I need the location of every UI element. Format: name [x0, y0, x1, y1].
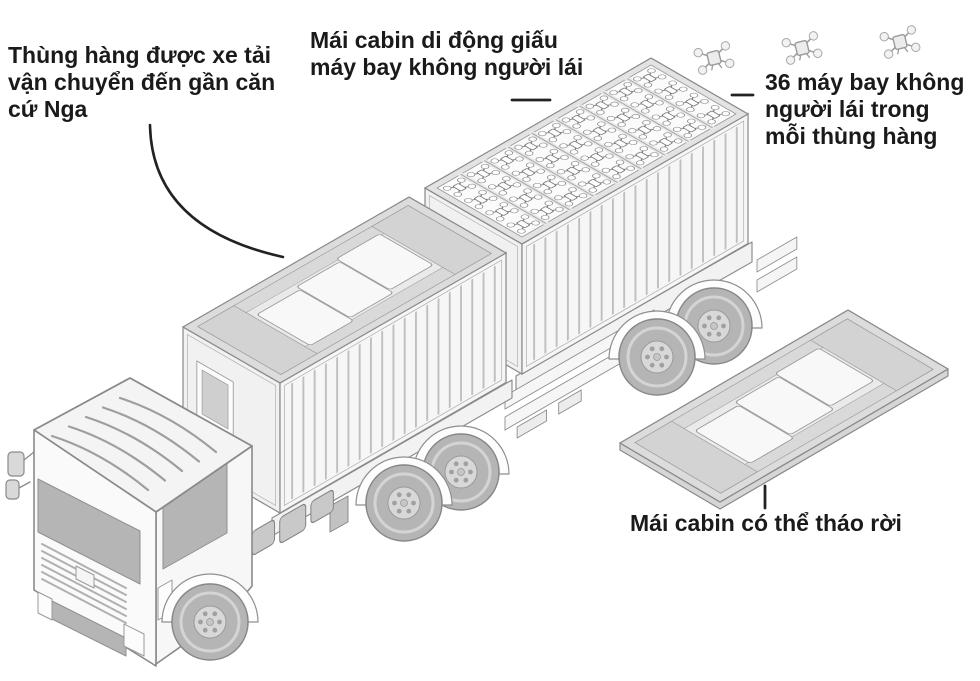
flying-drone-icon — [878, 24, 922, 60]
label-removable-roof: Mái cabin có thể tháo rời — [630, 510, 902, 537]
cab-roof-ribs — [50, 396, 218, 492]
leader-arc-cargo — [148, 123, 285, 259]
license-plate — [75, 565, 95, 589]
label-drone-count: 36 máy bay không người lái trong mỗi thù… — [765, 69, 964, 150]
container-vent-panel — [201, 369, 229, 430]
headlight — [37, 591, 53, 621]
closed-container-side-wall — [279, 251, 507, 514]
label-line: mỗi thùng hàng — [765, 123, 938, 149]
label-line: Thùng hàng được xe tải — [8, 42, 272, 68]
label-cargo-transport: Thùng hàng được xe tải vận chuyển đến gầ… — [8, 42, 275, 123]
detached-roof-panel — [619, 309, 949, 510]
label-line: 36 máy bay không — [765, 69, 965, 95]
flying-drones — [692, 24, 922, 76]
truck-wheel — [364, 463, 444, 543]
mudflap — [329, 495, 349, 533]
trailer-wheel — [617, 317, 697, 397]
cab-windshield — [37, 478, 141, 585]
label-line: máy bay không người lái — [310, 54, 584, 80]
trailer-rear-chassis — [504, 236, 798, 439]
drone-grid — [424, 57, 749, 245]
chassis-tanks — [251, 489, 334, 556]
side-mirror — [5, 479, 20, 500]
flying-drone-icon — [692, 40, 736, 76]
label-line: Mái cabin di động giấu — [310, 27, 558, 53]
leader-lines — [148, 93, 767, 510]
label-line: Mái cabin có thể tháo rời — [630, 510, 902, 536]
truck-cab — [5, 377, 259, 667]
flying-drone-icon — [780, 30, 824, 66]
headlight — [123, 623, 145, 657]
label-mobile-roof: Mái cabin di động giấu máy bay không ngư… — [310, 27, 583, 81]
label-line: người lái trong — [765, 96, 930, 122]
label-line: vận chuyển đến gần căn — [8, 69, 276, 95]
cab-wheel — [170, 582, 250, 662]
side-mirror — [7, 451, 25, 477]
label-line: cứ Nga — [8, 96, 88, 122]
